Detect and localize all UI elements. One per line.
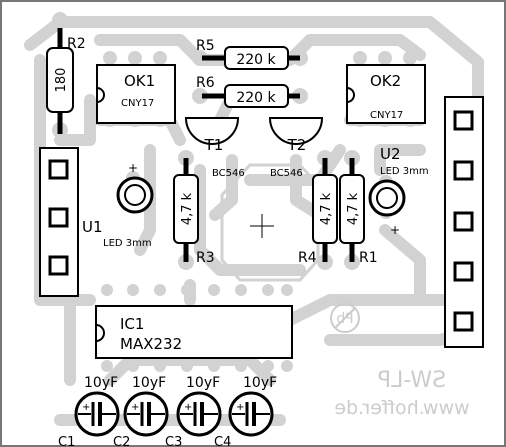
r3-ref: R3 [196,250,215,266]
connector-left [39,147,79,297]
c3-value: 10yF [186,375,220,391]
pb-logo-text: Pb [336,311,353,327]
ic-ic1: IC1 MAX232 [95,305,293,359]
svg-text:+: + [82,402,90,413]
connector-right [444,96,484,348]
r4-value: 4,7 k [319,192,334,225]
ic1-ref: IC1 [120,315,144,333]
r3-value: 4,7 k [180,192,195,225]
resistor-r3: 4,7 k R3 [173,158,215,266]
transistor-t2: T2 BC546 [268,117,324,179]
r2-value: 180 [54,68,69,93]
resistor-r1: 4,7 k R1 [339,158,378,266]
resistor-r2: R2 180 [46,28,86,134]
c3-ref: C3 [165,435,182,447]
c2-value: 10yF [132,375,166,391]
resistor-r6: R6 220 k [196,75,300,108]
ok1-part: CNY17 [121,98,154,109]
r5-ref: R5 [196,38,215,54]
u1-polarity: + [128,161,138,175]
r6-ref: R6 [196,75,215,91]
pb-logo: Pb [330,303,360,333]
optocoupler-ok2: OK2 CNY17 [346,64,426,124]
c1-ref: C1 [58,435,75,447]
optocoupler-ok1: OK1 CNY17 [96,64,176,124]
website-url: www.hoffer.de [334,397,469,419]
r1-ref: R1 [359,250,378,266]
r5-value: 220 k [236,52,276,68]
transistor-t1: T1 BC546 [184,117,245,179]
svg-text:+: + [236,402,244,413]
r4-ref: R4 [298,250,317,266]
svg-text:+: + [131,402,139,413]
t2-ref: T2 [287,136,307,154]
crosshair-mark [250,214,274,238]
capacitor-c2: 10yF + C2 [113,375,169,447]
r2-ref: R2 [67,36,86,52]
c2-ref: C2 [113,435,130,447]
t2-part: BC546 [270,168,303,179]
svg-text:+: + [184,402,192,413]
ok2-part: CNY17 [370,110,403,121]
t1-part: BC546 [212,168,245,179]
capacitor-c1: 10yF + C1 [58,375,120,447]
resistor-r4: 4,7 k R4 [298,158,338,266]
led-u2: U2 LED 3mm + [368,145,429,237]
u1-part: LED 3mm [103,238,152,249]
board-title: SW-LP [378,368,446,393]
ok1-ref: OK1 [124,72,155,90]
ic1-part: MAX232 [120,335,182,353]
c4-value: 10yF [243,375,277,391]
u2-part: LED 3mm [380,166,429,177]
mirrored-text: Pb SW-LP www.hoffer.de [330,303,470,419]
ok2-ref: OK2 [370,72,401,90]
capacitor-c3: 10yF + C3 [165,375,222,447]
capacitor-c4: 10yF + C4 [214,375,277,447]
led-u1: + U1 LED 3mm [82,161,154,249]
u1-ref: U1 [82,218,103,236]
t1-ref: T1 [204,136,224,154]
u2-ref: U2 [380,145,401,163]
u2-polarity: + [390,223,400,237]
r6-value: 220 k [236,90,276,106]
c1-value: 10yF [84,375,118,391]
resistor-r5: R5 220 k [196,38,300,70]
r1-value: 4,7 k [346,192,361,225]
c4-ref: C4 [214,435,231,447]
